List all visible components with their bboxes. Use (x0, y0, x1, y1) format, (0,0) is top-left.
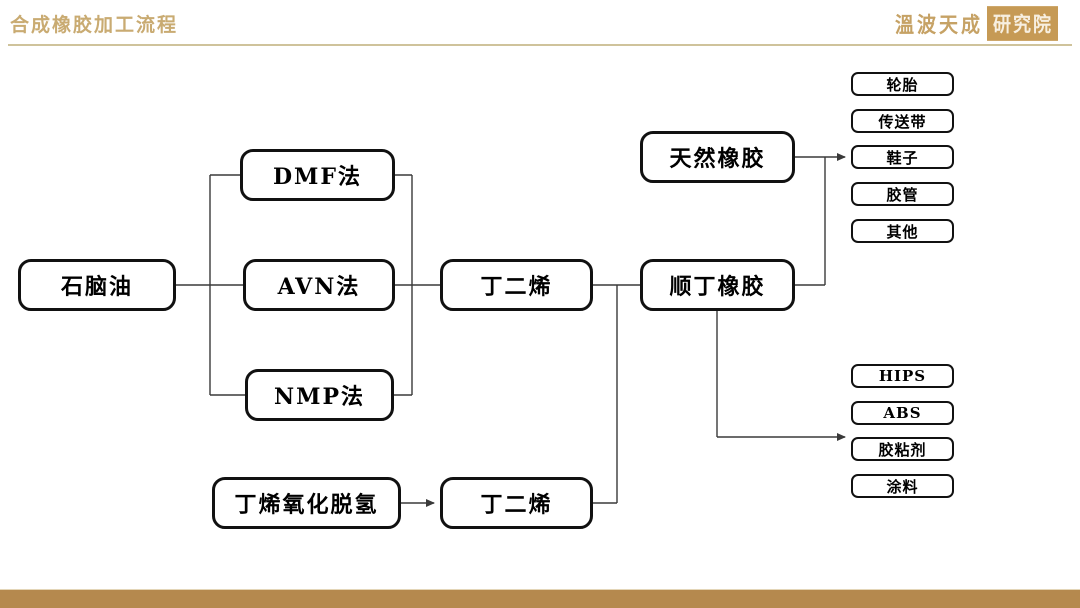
node-label: 丁二烯 (480, 492, 553, 518)
node-label: HIPS (878, 367, 927, 385)
node-label: 丁二烯 (480, 274, 553, 300)
node-butene-oxidative-dehydrogenation[interactable]: 丁烯氧化脱氢 (212, 477, 401, 529)
node-label: 天然橡胶 (669, 146, 766, 172)
node-natural-rubber[interactable]: 天然橡胶 (640, 131, 795, 183)
logo-badge-text: 研究院 (987, 5, 1058, 41)
node-label: 涂料 (886, 477, 919, 496)
node-naphtha[interactable]: 石脑油 (18, 259, 176, 311)
node-product-tire[interactable]: 轮胎 (851, 72, 954, 96)
footer-accent-bar (0, 589, 1080, 608)
node-label: NMP法 (273, 384, 365, 410)
node-label: 石脑油 (60, 274, 133, 300)
node-label: 轮胎 (886, 75, 919, 94)
node-product-conveyor-belt[interactable]: 传送带 (851, 109, 954, 133)
node-nmp-method[interactable]: NMP法 (245, 369, 394, 421)
node-avn-method[interactable]: AVN法 (243, 259, 395, 311)
logo-seal-text: 溫波天成 (894, 12, 983, 37)
node-product-hips[interactable]: HIPS (851, 364, 954, 388)
node-product-shoes[interactable]: 鞋子 (851, 145, 954, 169)
node-label: 传送带 (878, 112, 927, 131)
node-label: AVN法 (277, 274, 361, 300)
node-label: ABS (883, 404, 922, 422)
node-label: 丁烯氧化脱氢 (234, 492, 379, 518)
header-divider (8, 44, 1072, 46)
node-label: 胶管 (886, 185, 919, 204)
node-product-abs[interactable]: ABS (851, 401, 954, 425)
flowchart-canvas: 石脑油 DMF法 AVN法 NMP法 丁二烯 天然橡胶 顺丁橡胶 丁烯氧化脱氢 … (0, 48, 1080, 590)
node-label: DMF法 (272, 164, 363, 190)
connector-lines (176, 153, 846, 507)
page-title: 合成橡胶加工流程 (10, 14, 179, 36)
node-dmf-method[interactable]: DMF法 (240, 149, 395, 201)
node-label: 鞋子 (886, 148, 919, 167)
node-label: 其他 (886, 222, 919, 241)
node-product-other[interactable]: 其他 (851, 219, 954, 243)
node-label: 顺丁橡胶 (669, 274, 766, 300)
node-product-hose[interactable]: 胶管 (851, 182, 954, 206)
page-header: 合成橡胶加工流程 溫波天成 研究院 (0, 0, 1080, 48)
node-product-adhesive[interactable]: 胶粘剂 (851, 437, 954, 461)
node-label: 胶粘剂 (878, 440, 927, 459)
node-product-coating[interactable]: 涂料 (851, 474, 954, 498)
node-butadiene-upper[interactable]: 丁二烯 (440, 259, 593, 311)
brand-logo: 溫波天成 研究院 (894, 5, 1058, 41)
node-butadiene-lower[interactable]: 丁二烯 (440, 477, 593, 529)
node-butadiene-rubber[interactable]: 顺丁橡胶 (640, 259, 795, 311)
